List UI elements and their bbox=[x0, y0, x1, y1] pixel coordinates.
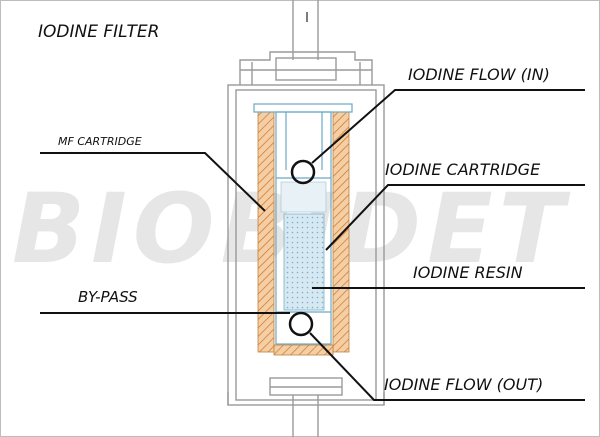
label-mf-cartridge: MF CARTRIDGE bbox=[58, 135, 142, 148]
label-iodine-flow-in: IODINE FLOW (IN) bbox=[408, 65, 550, 84]
leader-iodine-cartridge bbox=[325, 184, 585, 251]
label-iodine-flow-out: IODINE FLOW (OUT) bbox=[384, 375, 543, 394]
leader-mf-cartridge bbox=[40, 152, 266, 212]
leader-flow-in bbox=[311, 89, 585, 164]
label-iodine-cartridge: IODINE CARTRIDGE bbox=[385, 160, 541, 179]
leader-lines bbox=[40, 89, 585, 401]
leader-flow-out bbox=[309, 332, 585, 401]
iodine-cartridge bbox=[253, 103, 353, 345]
filter-housing bbox=[227, 51, 385, 406]
iodine-resin-bed bbox=[283, 213, 325, 311]
mf-cartridge-bottom bbox=[273, 344, 334, 356]
resin-column bbox=[280, 181, 327, 213]
outlet-pipe bbox=[292, 395, 319, 437]
inlet-pipe bbox=[292, 0, 319, 60]
flow-out-marker bbox=[288, 311, 314, 337]
mf-cartridge-wall-left bbox=[257, 111, 275, 353]
flow-in-marker bbox=[290, 159, 316, 185]
label-by-pass: BY-PASS bbox=[78, 288, 138, 306]
label-iodine-resin: IODINE RESIN bbox=[413, 263, 523, 282]
mf-cartridge-wall-right bbox=[332, 111, 350, 353]
diagram-title: IODINE FILTER bbox=[38, 22, 159, 42]
